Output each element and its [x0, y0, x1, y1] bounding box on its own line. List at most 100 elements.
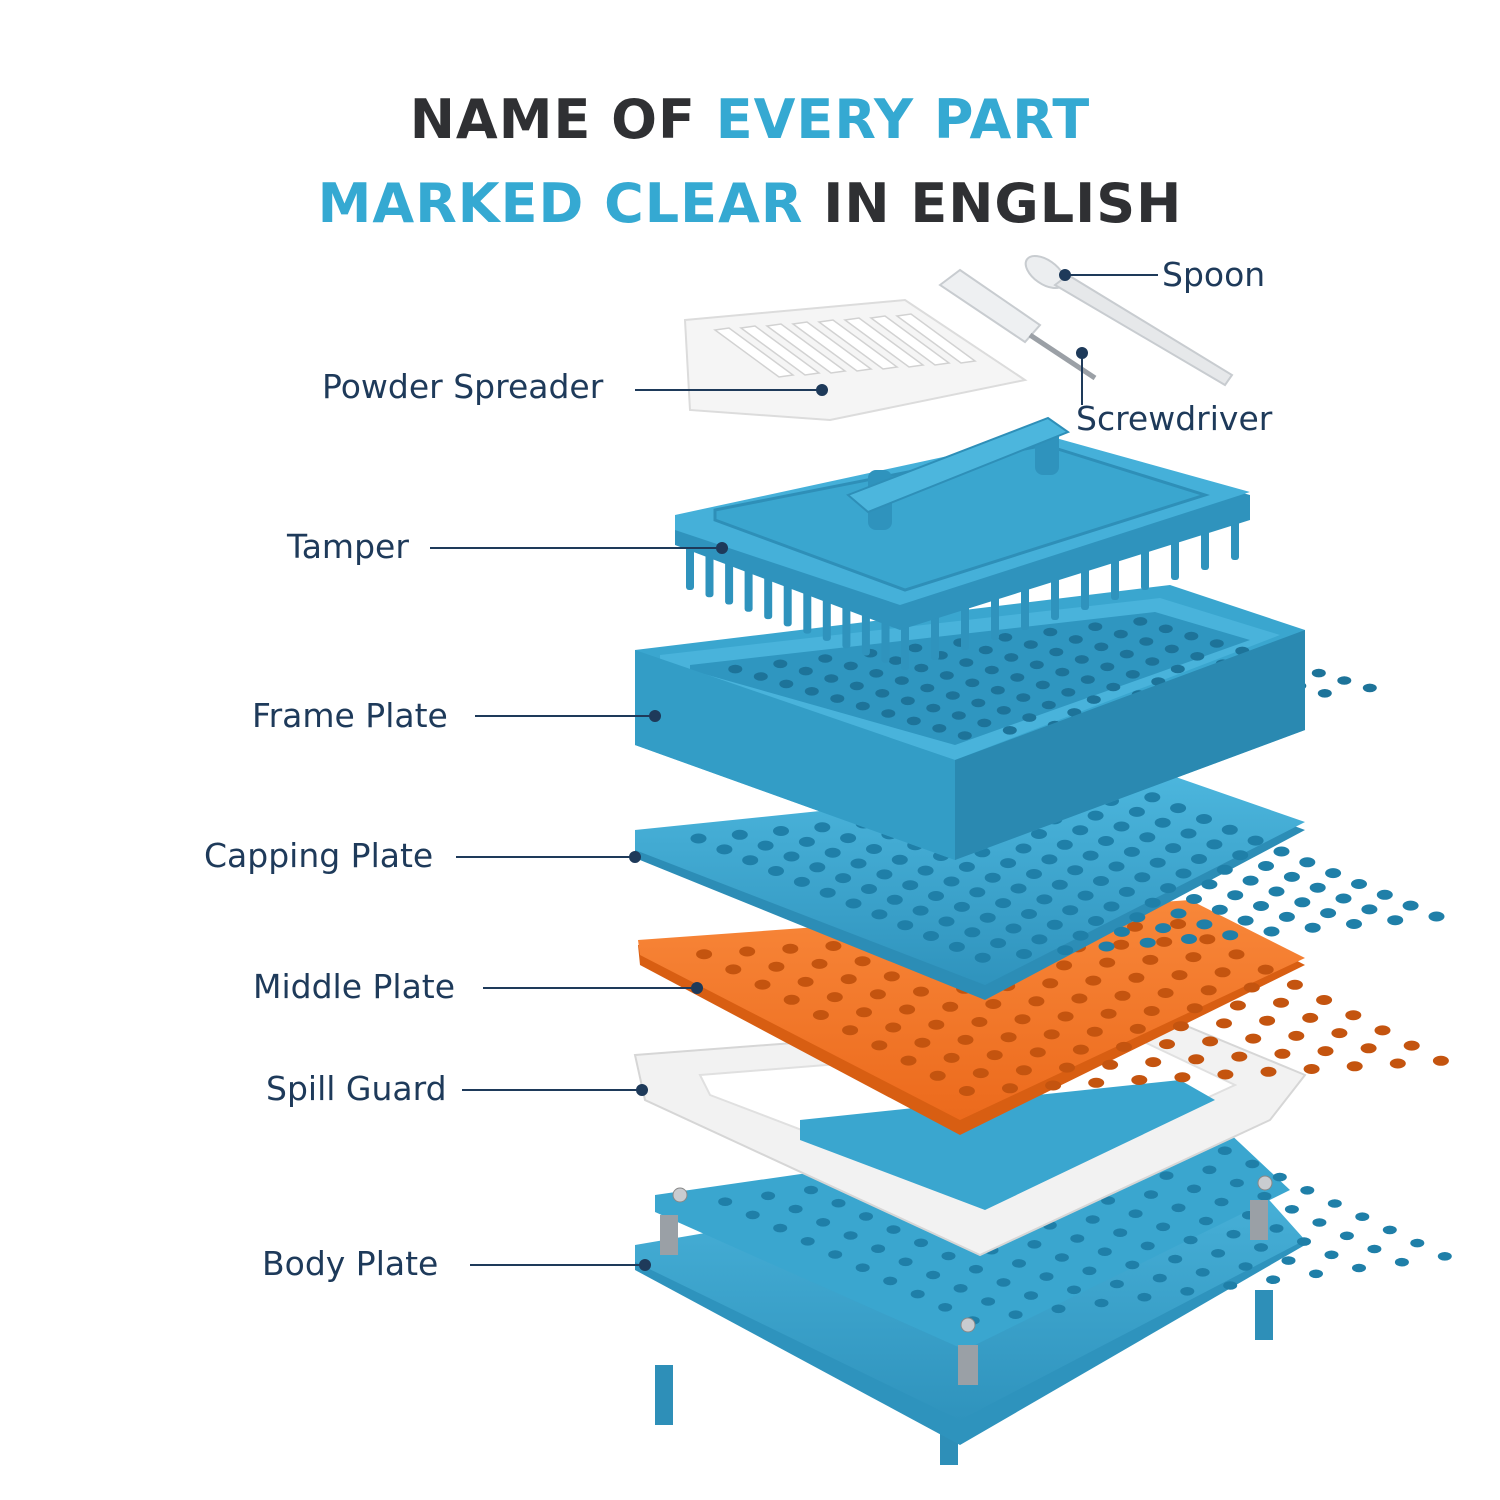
hole [1374, 1025, 1391, 1036]
label-spoon: Spoon [1162, 255, 1266, 294]
hole [1041, 854, 1058, 865]
hole [843, 1231, 858, 1240]
hole [854, 956, 871, 967]
hole [1180, 828, 1197, 839]
hole [1325, 868, 1342, 879]
hole [1288, 1030, 1305, 1041]
hole [948, 941, 965, 952]
hole [871, 909, 888, 920]
hole [1028, 996, 1045, 1007]
hole [959, 658, 974, 667]
hole [1402, 900, 1419, 911]
middle-plate [638, 900, 1449, 1135]
hole [1217, 1146, 1232, 1155]
hole [1254, 1243, 1268, 1252]
hole [1057, 945, 1074, 956]
hole [1142, 954, 1159, 965]
hole [886, 894, 903, 905]
screw [1257, 1175, 1273, 1191]
hole [871, 1244, 886, 1253]
label-capping-plate: Capping Plate [204, 836, 434, 875]
hole [951, 711, 966, 720]
hole [953, 1284, 968, 1293]
hole [1245, 1033, 1262, 1044]
hole [990, 685, 1005, 695]
hole [913, 986, 929, 997]
hole [793, 876, 810, 887]
hole [757, 840, 774, 851]
hole [1227, 890, 1244, 901]
hole [958, 861, 975, 872]
hole [990, 938, 1007, 949]
hole [1165, 843, 1182, 854]
hole [1097, 1247, 1112, 1256]
hole [1113, 821, 1130, 832]
hole [783, 851, 800, 862]
hole [1376, 889, 1393, 900]
hole [910, 1289, 925, 1299]
hole [1229, 1000, 1246, 1011]
hole [1187, 1184, 1201, 1194]
hole [1272, 1172, 1287, 1182]
hole [1257, 964, 1274, 975]
hole [855, 1263, 870, 1272]
hole [1216, 1018, 1232, 1029]
hole [1068, 635, 1083, 644]
hole [1134, 872, 1151, 883]
hole [1263, 926, 1280, 937]
hole [985, 999, 1002, 1009]
screwdriver [938, 268, 1097, 381]
hole [1394, 1257, 1409, 1267]
hole [742, 855, 759, 866]
hole [1202, 1036, 1219, 1047]
hole [945, 691, 960, 700]
hole [977, 718, 992, 728]
hole [1085, 1215, 1100, 1224]
hole [883, 971, 900, 982]
hole [830, 694, 845, 703]
hole [883, 1276, 898, 1286]
hole [1010, 673, 1025, 682]
hole [1012, 1259, 1026, 1268]
hole [1149, 857, 1166, 868]
hole [1309, 1269, 1323, 1279]
hole [1303, 1064, 1320, 1074]
headline-line-1-dark: NAME OF [409, 88, 716, 151]
hole [716, 844, 733, 855]
frame-plate-front-wall [635, 650, 955, 860]
screw [960, 1317, 976, 1333]
hole [1085, 975, 1102, 986]
hole [1036, 894, 1053, 905]
hole [1015, 1065, 1032, 1076]
hole [1133, 617, 1148, 626]
hole [1035, 680, 1050, 690]
frame-plate-side-wall [955, 630, 1305, 860]
hole [906, 716, 921, 726]
spreader-slot [739, 325, 821, 376]
hole [885, 1022, 902, 1033]
hole [1170, 919, 1187, 929]
hole [843, 661, 858, 671]
hole [1355, 1212, 1370, 1221]
hole [1403, 1040, 1420, 1051]
hole [1157, 988, 1174, 998]
hole [1273, 846, 1290, 857]
hole [953, 901, 970, 912]
spring [660, 1215, 678, 1255]
hole [1170, 908, 1187, 919]
hole [1158, 624, 1173, 634]
spreader-slot [817, 319, 899, 370]
hole [1191, 854, 1207, 864]
hole [1346, 919, 1362, 929]
hole [888, 656, 903, 665]
hole [1094, 642, 1109, 652]
hole [926, 1270, 941, 1280]
hole [908, 643, 923, 653]
hole [1432, 1055, 1449, 1066]
hole [818, 654, 833, 663]
hole [964, 927, 981, 938]
hole [1129, 912, 1146, 923]
hole [1116, 1041, 1132, 1052]
hole [1159, 1171, 1174, 1180]
hole [1002, 726, 1017, 735]
